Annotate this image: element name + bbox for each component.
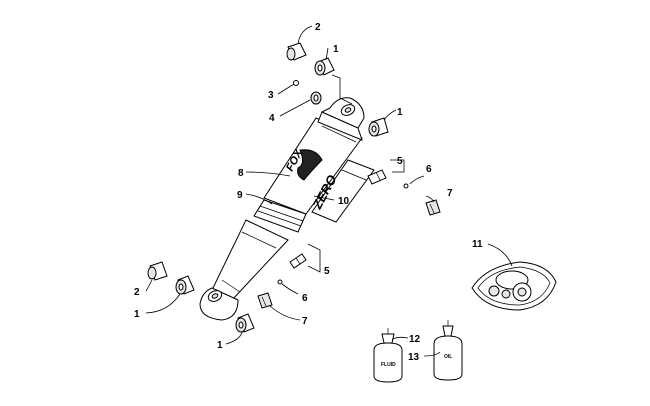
callout-9: 9	[237, 190, 243, 201]
callout-13: 13	[408, 352, 420, 363]
fluid-label: FLUID	[381, 362, 396, 368]
spacer-1-lower	[235, 313, 255, 333]
oil-bottle-13: OIL	[433, 320, 463, 381]
callout-2-upper: 2	[315, 22, 321, 33]
leader-lines	[145, 25, 513, 357]
callout-1-lower: 1	[217, 340, 223, 351]
callout-10: 10	[338, 196, 350, 207]
cap-7-lower	[257, 292, 273, 309]
callouts: 2 1 3 4 1 8 9 10 5 6 7 5 6 7 2 1 1 11 12…	[134, 22, 483, 363]
callout-4: 4	[269, 113, 275, 124]
bushing-2-upper	[286, 42, 307, 61]
callout-7-lower: 7	[302, 316, 308, 327]
o-ring-6-lower	[277, 279, 283, 285]
callout-3: 3	[268, 90, 274, 101]
spacer-1-upper	[314, 57, 335, 76]
o-ring-6-upper	[403, 183, 409, 189]
callout-5-lower: 5	[324, 266, 330, 277]
callout-1-lower-left: 1	[134, 309, 140, 320]
callout-2-lower: 2	[134, 287, 140, 298]
callout-8: 8	[238, 168, 244, 179]
oil-label: OIL	[444, 354, 452, 360]
callout-7-upper: 7	[447, 188, 453, 199]
bushing-2-lower	[147, 261, 168, 281]
callout-11: 11	[472, 239, 483, 250]
seal-4	[310, 91, 322, 105]
callout-6-lower: 6	[302, 293, 308, 304]
fluid-bottle-12: FLUID	[373, 328, 403, 383]
callout-6-upper: 6	[426, 164, 432, 175]
spacer-1-lower-left	[175, 275, 195, 295]
ball-3	[293, 80, 299, 86]
spacer-1-right	[368, 117, 389, 137]
decal-sheet-11	[471, 261, 557, 311]
callout-1-right: 1	[397, 107, 403, 118]
shock-absorber: FOX ZERO	[199, 97, 387, 321]
cap-7-upper	[425, 199, 441, 216]
callout-1-upper: 1	[333, 44, 339, 55]
callout-5-upper: 5	[397, 156, 403, 167]
callout-12: 12	[409, 334, 421, 345]
